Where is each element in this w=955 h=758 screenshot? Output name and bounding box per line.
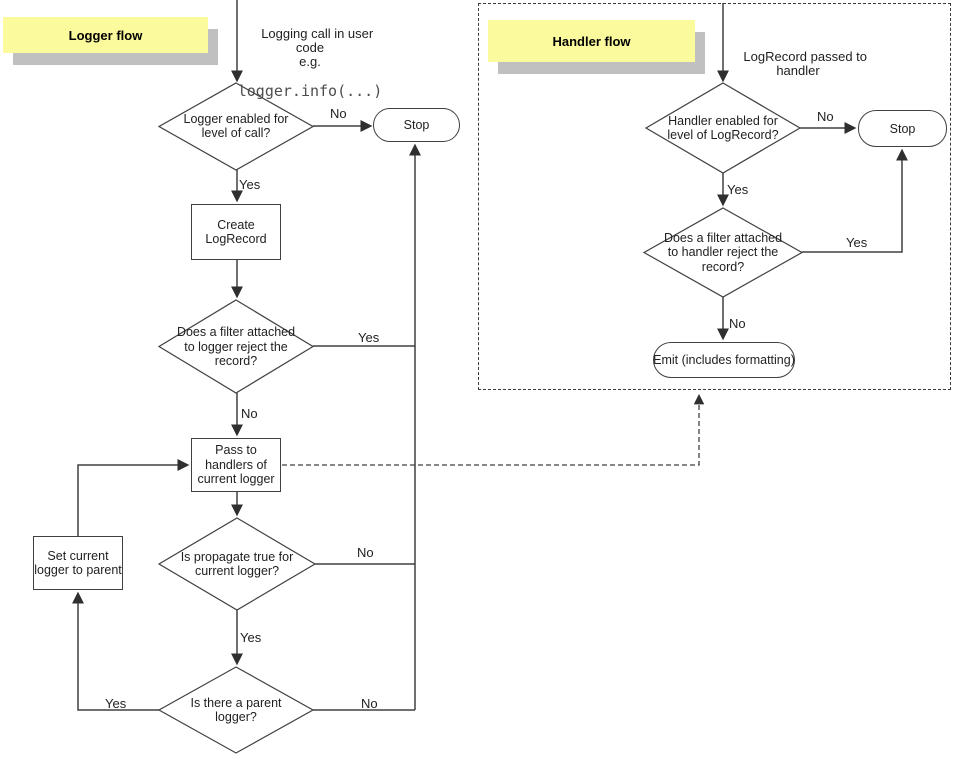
- edge-label-propagate-no: No: [357, 545, 374, 560]
- edge-parent-yes-loop: [72, 591, 159, 711]
- logger-entry-annotation: Logging call in user code e.g. logger.in…: [230, 13, 390, 128]
- stop-logger-label: Stop: [403, 118, 430, 132]
- edge-label-parent-no: No: [361, 696, 378, 711]
- handler-flow-title: Handler flow: [552, 33, 631, 49]
- process-set-current-logger: Set current logger to parent: [33, 536, 123, 590]
- terminator-stop-logger: Stop: [373, 108, 460, 142]
- edge-label-propagate-yes: Yes: [240, 630, 262, 645]
- edge-label-handler-filter-no: No: [729, 316, 746, 331]
- edge-label-parent-yes: Yes: [105, 696, 127, 711]
- decision-parent-logger-shape: [157, 666, 315, 754]
- process-pass-to-handlers: Pass to handlers of current logger: [191, 438, 281, 492]
- edge-handler-filter-yes: [802, 148, 908, 253]
- terminator-stop-handler: Stop: [858, 110, 947, 147]
- edge-label-handler-filter-yes: Yes: [846, 235, 868, 250]
- set-current-logger-label: Set current logger to parent: [34, 548, 122, 577]
- logger-flow-title-sticky: Logger flow: [3, 17, 208, 53]
- stop-handler-label: Stop: [889, 121, 916, 136]
- terminator-emit: Emit (includes formatting): [653, 342, 795, 378]
- process-create-logrecord: Create LogRecord: [191, 204, 281, 260]
- decision-handler-filter-shape: [642, 207, 804, 298]
- handler-flow-container: [478, 3, 951, 390]
- decision-handler-filter-label: Does a filter attached to handler reject…: [663, 230, 783, 274]
- edge-label-logger-enabled-no: No: [330, 106, 347, 121]
- logger-entry-code: logger.info(...): [237, 82, 383, 100]
- create-logrecord-label: Create LogRecord: [205, 217, 267, 246]
- edge-label-logger-filter-no: No: [241, 406, 258, 421]
- edge-label-logger-filter-yes: Yes: [358, 330, 380, 345]
- decision-logger-enabled-label: Logger enabled for level of call?: [183, 111, 289, 140]
- decision-logger-enabled-shape: [157, 82, 315, 171]
- decision-parent-logger-label: Is there a parent logger?: [190, 695, 282, 724]
- handler-entry-annotation: LogRecord passed to handler: [723, 36, 873, 92]
- logger-entry-text: Logging call in user code e.g.: [261, 26, 374, 69]
- handler-entry-text: LogRecord passed to handler: [743, 49, 868, 78]
- edge-label-handler-enabled-yes: Yes: [727, 182, 749, 197]
- pass-to-handlers-label: Pass to handlers of current logger: [197, 443, 275, 487]
- edge-set-logger-to-pass: [77, 459, 190, 536]
- decision-logger-filter-label: Does a filter attached to logger reject …: [176, 325, 296, 369]
- handler-flow-title-sticky: Handler flow: [488, 20, 695, 62]
- decision-propagate-label: Is propagate true for current logger?: [180, 549, 294, 578]
- decision-handler-enabled-label: Handler enabled for level of LogRecord?: [667, 113, 779, 142]
- edge-label-handler-enabled-no: No: [817, 109, 834, 124]
- logger-flow-title: Logger flow: [68, 27, 143, 43]
- edge-pass-to-handler-flow-dashed: [282, 393, 705, 466]
- emit-label: Emit (includes formatting): [653, 353, 795, 367]
- decision-logger-filter-shape: [157, 299, 315, 394]
- edge-label-logger-enabled-yes: Yes: [239, 177, 261, 192]
- decision-handler-enabled-shape: [644, 82, 802, 174]
- decision-propagate-shape: [157, 517, 317, 611]
